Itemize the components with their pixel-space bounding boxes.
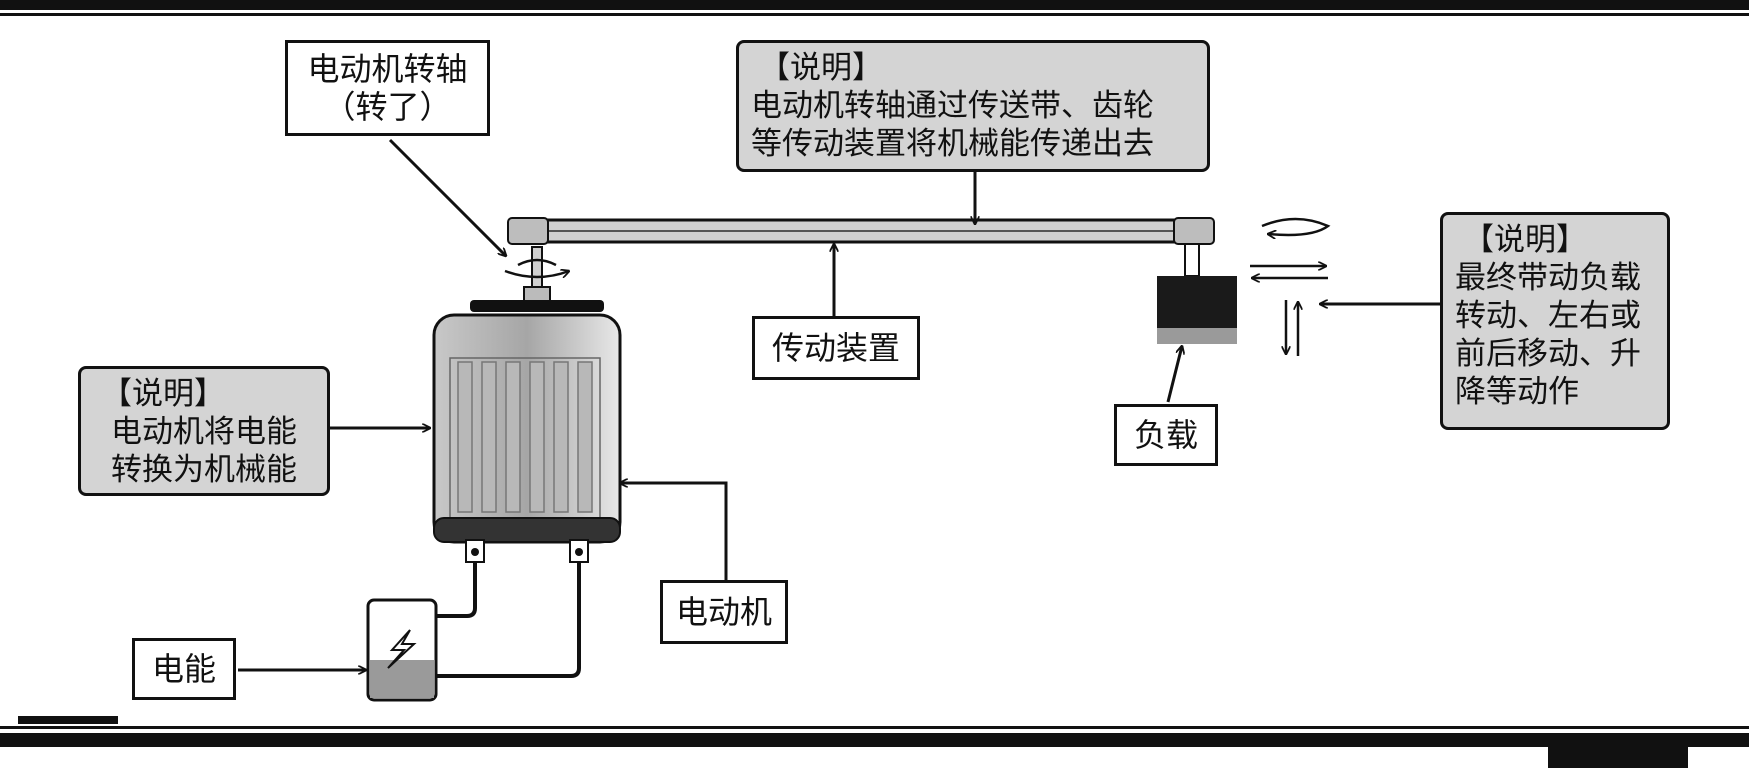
motor-label-text: 电动机 <box>675 593 772 631</box>
motor-note-heading: 【说明】 <box>101 376 225 412</box>
transmission-note: 【说明】 电动机转轴通过传送带、齿轮 等传动装置将机械能传递出去 <box>736 40 1210 172</box>
transmission-note-heading: 【说明】 <box>759 50 883 86</box>
transmission-label: 传动装置 <box>752 316 920 380</box>
motor-note-line1: 电动机将电能 <box>111 414 297 450</box>
load-note-line1: 最终带动负载 <box>1455 260 1641 296</box>
transmission-note-line2: 等传动装置将机械能传递出去 <box>751 126 1154 162</box>
bottom-border-thin <box>0 726 1749 729</box>
bottom-left-tab <box>18 716 118 724</box>
load-note-heading: 【说明】 <box>1463 222 1587 258</box>
load-graphic <box>1157 243 1237 344</box>
energy-label: 电能 <box>132 638 236 700</box>
bottom-right-tab <box>1548 747 1688 768</box>
motion-arrows <box>1250 217 1331 356</box>
shaft-label: 电动机转轴 （转了） <box>285 40 490 136</box>
load-note: 【说明】 最终带动负载 转动、左右或 前后移动、升 降等动作 <box>1440 212 1670 430</box>
load-label-text: 负载 <box>1133 416 1198 454</box>
load-note-line2: 转动、左右或 <box>1455 298 1641 334</box>
motor-label: 电动机 <box>660 580 788 644</box>
top-border-thick <box>0 0 1749 10</box>
motor-note: 【说明】 电动机将电能 转换为机械能 <box>78 366 330 496</box>
shaft-label-line1: 电动机转轴 <box>307 50 468 88</box>
shaft-label-line2: （转了） <box>323 88 452 126</box>
transmission-label-text: 传动装置 <box>771 329 900 367</box>
transmission-note-line1: 电动机转轴通过传送带、齿轮 <box>751 88 1154 124</box>
energy-label-text: 电能 <box>151 650 216 688</box>
load-label: 负载 <box>1114 404 1218 466</box>
power-wires <box>436 562 581 678</box>
top-border-thin <box>0 13 1749 16</box>
battery-graphic <box>366 598 438 702</box>
callout-arrows <box>238 138 1440 670</box>
bottom-border-thick <box>0 733 1749 747</box>
transmission-bar <box>507 217 1215 245</box>
load-note-line3: 前后移动、升 <box>1455 336 1641 372</box>
motor-note-line2: 转换为机械能 <box>111 452 297 488</box>
load-note-line4: 降等动作 <box>1455 374 1579 410</box>
motor-graphic <box>432 246 622 563</box>
